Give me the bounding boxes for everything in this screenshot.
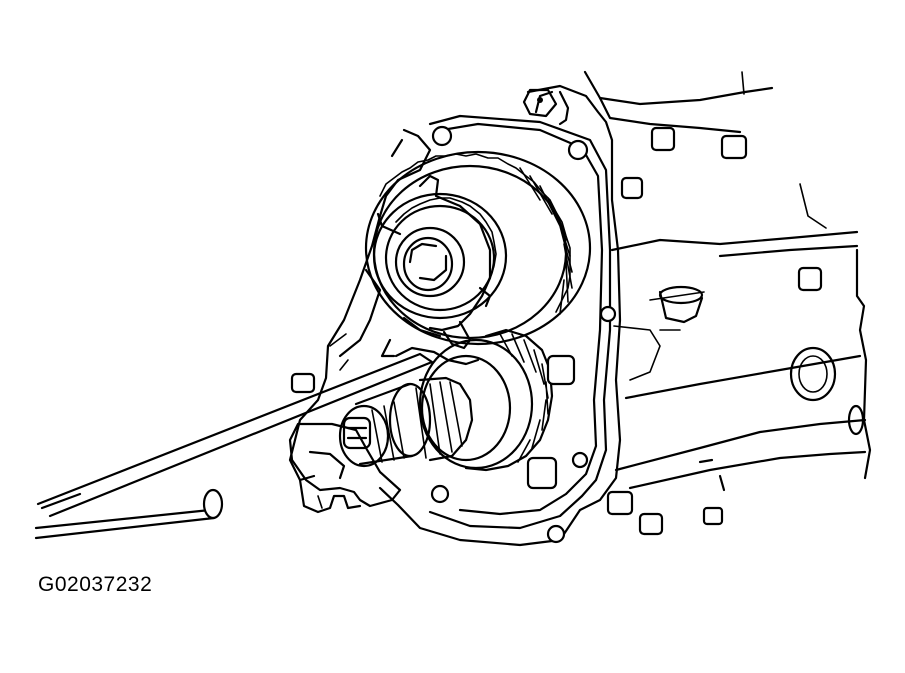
upper-bolt (522, 88, 558, 118)
holding-tool (34, 352, 434, 540)
figure-id-label: G02037232 (38, 573, 153, 596)
upper-gear (364, 150, 592, 350)
transmission-case (583, 70, 872, 536)
lower-gear (338, 328, 576, 490)
rear-cover-flange (378, 84, 644, 547)
